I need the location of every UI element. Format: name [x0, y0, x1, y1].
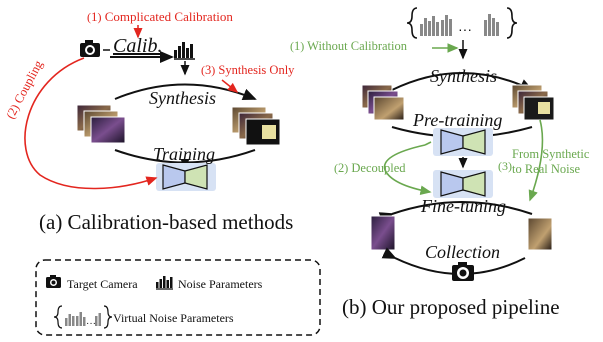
badge-1-right: 1 [294, 39, 301, 53]
network-icon [440, 171, 486, 197]
pretraining-label: Pre-training [413, 110, 503, 130]
image-stack-icon [76, 104, 126, 144]
step1-label: (1) Complicated Calibration [87, 9, 233, 24]
from-synthetic-text: From Synthetic to Real Noise [512, 147, 590, 176]
virtual-noise-parameters-icon: ··· [53, 305, 113, 329]
badge-3: 3 [205, 63, 212, 77]
legend-virtual-label: Virtual Noise Parameters [113, 311, 234, 325]
complicated-calibration-text: Complicated Calibration [104, 9, 233, 24]
calib-label: Calib. [113, 35, 163, 57]
image-stack-icon [511, 84, 555, 121]
camera-icon [80, 40, 100, 57]
legend-camera-label: Target Camera [67, 277, 138, 291]
finetuning-label: Fine-tuning [421, 196, 506, 216]
without-calibration-text: Without Calibration [307, 39, 407, 53]
caption-a: (a) Calibration-based methods [39, 210, 294, 234]
image-stack-icon [361, 84, 405, 121]
synthesis-only-text: Synthesis Only [218, 63, 295, 77]
image-stack-icon [231, 106, 281, 146]
synthesis-label: Synthesis [149, 88, 216, 108]
training-label: Training [153, 144, 216, 164]
badge-3-right: (3) [498, 159, 512, 173]
camera-icon [452, 262, 474, 281]
svg-text:···: ··· [458, 21, 472, 37]
legend-noise-label: Noise Parameters [178, 277, 263, 291]
step3-label: (3) Synthesis Only [201, 63, 295, 77]
camera-icon [46, 275, 61, 288]
decoupled-text: Decoupled [351, 161, 406, 175]
badge-2-right: 2 [338, 161, 345, 175]
step1-right-label: (1) Without Calibration [290, 39, 407, 53]
svg-text:···: ··· [86, 318, 96, 329]
noise-parameters-icon [156, 276, 173, 290]
caption-b: (b) Our proposed pipeline [342, 295, 560, 319]
synthesis-right-label: Synthesis [430, 66, 497, 86]
badge-1: 1 [91, 9, 98, 24]
noise-parameters-icon [174, 42, 195, 60]
network-icon [162, 164, 208, 190]
step2-right-label: (2) Decoupled [334, 161, 406, 175]
network-icon [440, 129, 486, 155]
collection-label: Collection [425, 242, 500, 262]
virtual-noise-parameters-icon: ··· [406, 7, 518, 39]
image-stack-icon [370, 215, 396, 251]
image-stack-icon [527, 217, 553, 251]
